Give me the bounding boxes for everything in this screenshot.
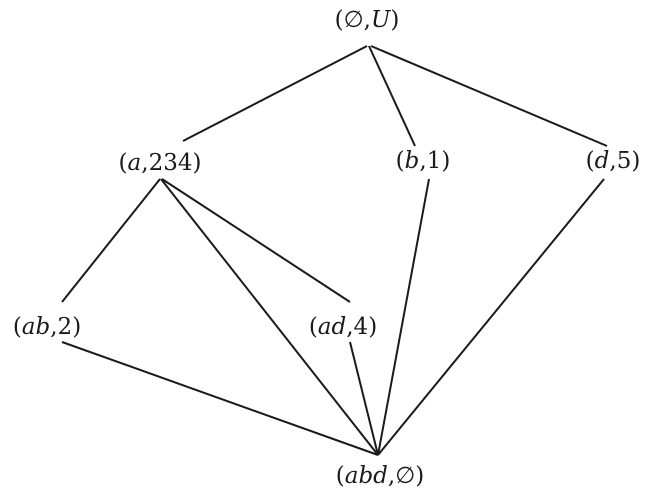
comma: , [387, 463, 396, 489]
node-right: 5 [616, 148, 632, 174]
comma: , [141, 150, 149, 176]
paren: ) [415, 463, 425, 489]
edge-a-bottom [160, 178, 379, 456]
paren: ( [308, 314, 318, 340]
comma: , [609, 148, 617, 174]
edge-top-d [370, 45, 608, 147]
comma: , [50, 314, 58, 340]
node-left: ad [317, 314, 347, 340]
paren: ) [441, 148, 451, 174]
paren: ( [585, 148, 595, 174]
paren: ) [631, 148, 641, 174]
paren: ( [118, 150, 128, 176]
node-right: 2 [57, 314, 73, 340]
node-left: ∅ [343, 7, 364, 33]
node-right: U [370, 7, 391, 33]
node-left: ab [21, 314, 51, 340]
paren: ) [368, 314, 378, 340]
comma: , [363, 7, 371, 33]
paren: ) [72, 314, 82, 340]
node-right: 234 [148, 150, 193, 176]
edge-d-bottom [377, 178, 605, 456]
node-bottom: (abd,∅) [336, 463, 425, 489]
node-right: ∅ [395, 463, 416, 489]
edge-ad-bottom [349, 341, 379, 456]
node-left: d [594, 148, 610, 174]
node-a: (a,234) [119, 150, 202, 176]
edge-ab-bottom [61, 341, 379, 456]
paren: ( [12, 314, 22, 340]
comma: , [346, 314, 354, 340]
paren: ( [395, 148, 405, 174]
node-right: 4 [353, 314, 369, 340]
edge-top-b [368, 45, 416, 147]
node-b: (b,1) [396, 148, 451, 174]
node-ad: (ad,4) [309, 314, 377, 340]
edge-top-a [182, 45, 368, 142]
node-ab: (ab,2) [13, 314, 81, 340]
edge-a-ab [61, 178, 161, 303]
edge-a-ad [161, 178, 351, 303]
edge-b-bottom [377, 178, 430, 456]
node-left: b [404, 148, 420, 174]
paren: ( [335, 463, 345, 489]
node-d: (d,5) [586, 148, 641, 174]
node-right: 1 [426, 148, 442, 174]
node-left: a [127, 150, 142, 176]
comma: , [419, 148, 427, 174]
paren: ( [334, 7, 344, 33]
paren: ) [192, 150, 202, 176]
node-left: abd [344, 463, 388, 489]
node-top: (∅,U) [335, 7, 400, 33]
paren: ) [390, 7, 400, 33]
